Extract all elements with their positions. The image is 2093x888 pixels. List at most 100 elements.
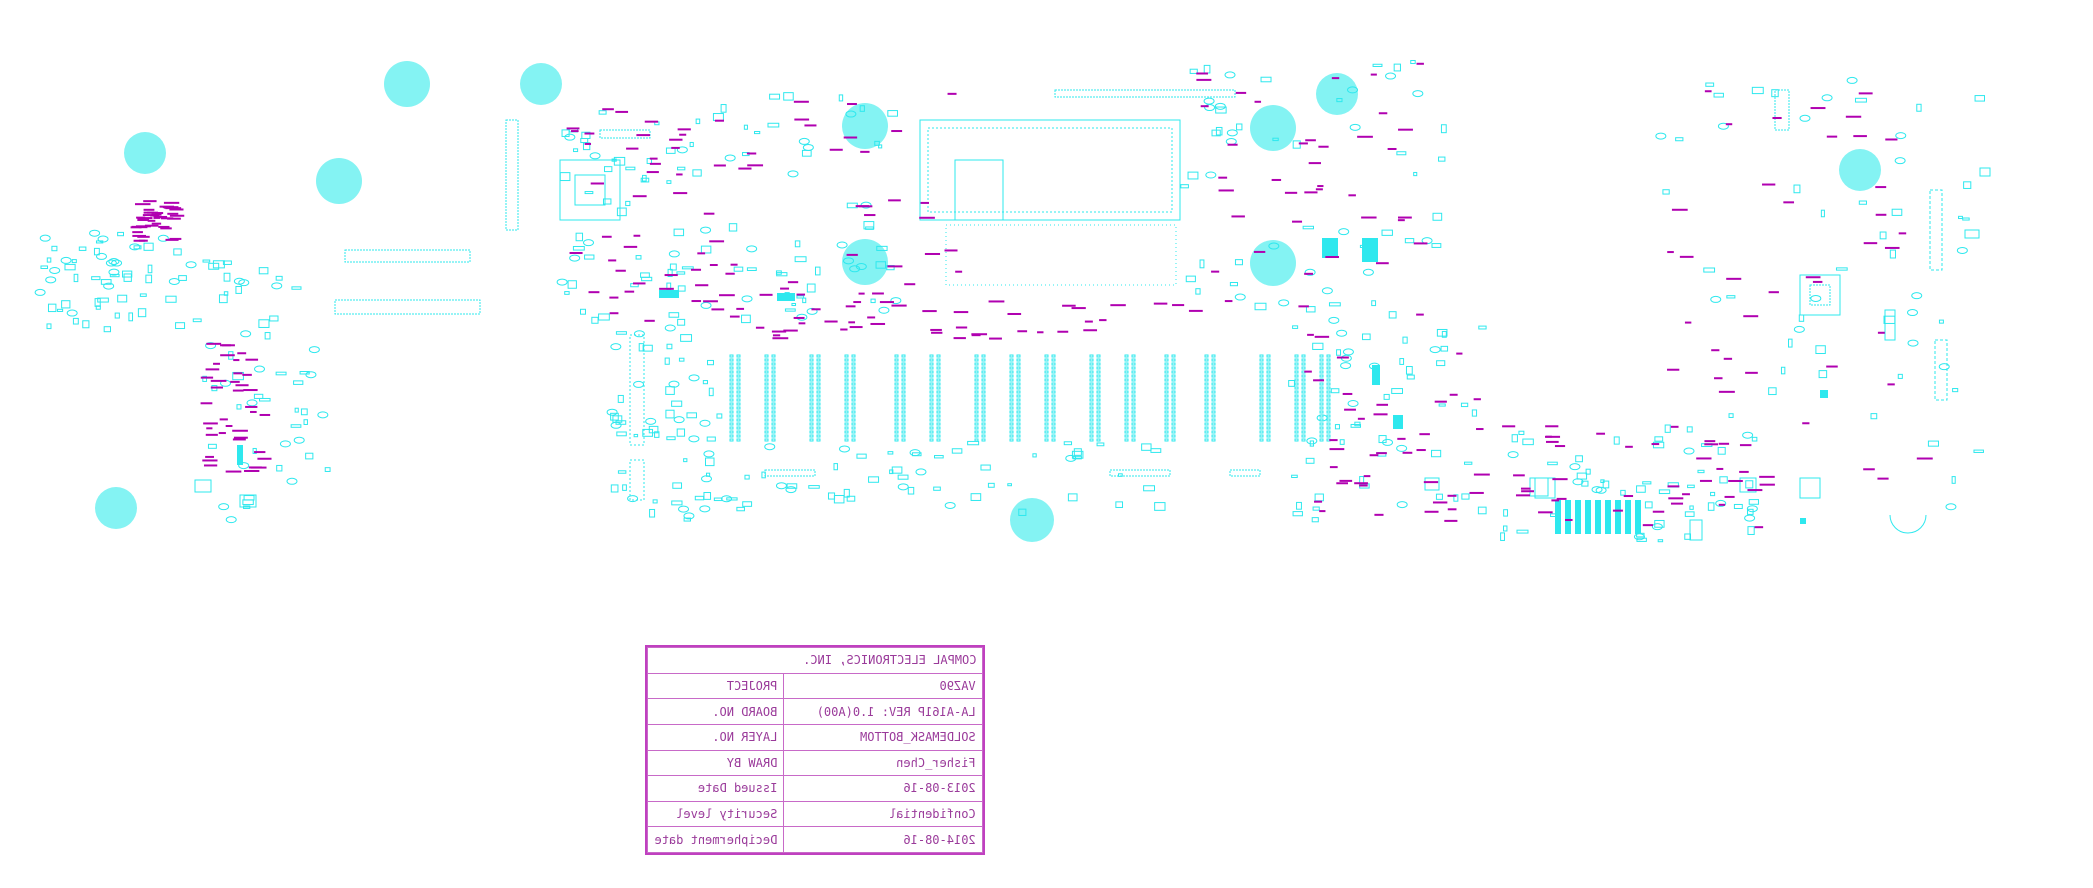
silkscreen-mark	[1172, 304, 1185, 307]
dimm-pad	[764, 362, 769, 366]
silkscreen-mark	[1887, 383, 1895, 386]
silkscreen-mark	[200, 402, 213, 405]
silkscreen-mark	[1684, 321, 1692, 324]
dimm-pad	[764, 438, 769, 442]
round-pad	[855, 263, 867, 271]
dimm-pad	[764, 390, 769, 394]
smd-pad	[567, 280, 577, 289]
dimm-pad	[1016, 410, 1021, 414]
dimm-pad	[901, 402, 906, 406]
smd-pad	[686, 412, 697, 419]
silkscreen-mark	[206, 342, 222, 345]
dimm-pad	[1009, 434, 1014, 438]
silkscreen-mark	[891, 304, 907, 307]
smd-pad	[1311, 517, 1319, 523]
smd-pad	[145, 274, 153, 284]
smd-pad	[1391, 388, 1403, 394]
dimm-pad	[729, 354, 734, 358]
smd-pad	[616, 431, 627, 437]
dimm-pad	[974, 378, 979, 382]
smd-pad	[1199, 259, 1205, 269]
dimm-pad	[1294, 378, 1299, 382]
silkscreen-mark	[1397, 219, 1405, 222]
dimm-pad	[1096, 370, 1101, 374]
smd-pad	[897, 474, 909, 480]
dimm-pad	[1204, 362, 1209, 366]
dimm-pad	[729, 438, 734, 442]
smd-pad	[269, 315, 279, 322]
dimm-pad	[1096, 418, 1101, 422]
dimm-pad	[1259, 366, 1264, 370]
dimm-pad	[1051, 434, 1056, 438]
silkscreen-mark	[944, 249, 958, 252]
smd-pad	[236, 404, 242, 410]
silkscreen-mark	[1521, 490, 1535, 493]
smd-pad	[1406, 374, 1415, 380]
silkscreen-mark	[609, 296, 619, 299]
dimm-pad	[1319, 370, 1324, 374]
dimm-pad	[729, 402, 734, 406]
silkscreen-mark	[615, 269, 626, 272]
dimm-pad	[1319, 354, 1324, 358]
silkscreen-mark	[673, 192, 688, 195]
smd-pad	[720, 104, 727, 113]
smd-pad	[635, 255, 642, 260]
dimm-pad	[1124, 422, 1129, 426]
dimm-pad	[1301, 378, 1306, 382]
smd-pad	[876, 245, 888, 251]
silkscreen-mark	[1423, 481, 1439, 484]
dimm-pad	[981, 382, 986, 386]
silkscreen-mark	[1361, 216, 1377, 219]
dimm-pad	[1164, 362, 1169, 366]
smd-pad	[692, 169, 702, 177]
smd-pad	[1820, 209, 1825, 218]
dimm-pad	[844, 426, 849, 430]
smd-pad	[598, 110, 607, 115]
silkscreen-mark	[1434, 400, 1447, 403]
smd-pad	[178, 275, 187, 281]
dimm-pad	[1204, 426, 1209, 430]
dimm-pad	[901, 370, 906, 374]
round-pad	[108, 257, 120, 265]
dimm-pad	[851, 418, 856, 422]
dimm-pad	[1294, 358, 1299, 362]
smd-pad	[82, 320, 90, 329]
dimm-pad	[1319, 402, 1324, 406]
smd-pad	[564, 291, 570, 295]
silkscreen-mark	[1704, 443, 1719, 446]
dimm-pad	[809, 430, 814, 434]
silkscreen-mark	[210, 386, 223, 389]
silkscreen-mark	[725, 272, 735, 275]
silkscreen-mark	[1554, 445, 1566, 448]
dimm-pad	[1089, 418, 1094, 422]
silkscreen-mark	[237, 352, 247, 355]
silkscreen-mark	[248, 466, 262, 469]
dimm-pad	[1171, 354, 1176, 358]
row-key: Security level	[647, 801, 784, 827]
dimm-pad	[929, 434, 934, 438]
smd-pad	[761, 471, 766, 479]
silkscreen-mark	[1432, 501, 1448, 504]
dimm-pad	[851, 378, 856, 382]
smd-pad	[147, 264, 153, 274]
smd-pad	[1096, 442, 1105, 447]
silkscreen-mark	[1670, 425, 1679, 428]
smd-pad	[746, 267, 757, 271]
dimm-pad	[1016, 362, 1021, 366]
dimm-pad	[1319, 382, 1324, 386]
dimm-pad	[1171, 410, 1176, 414]
dimm-pad	[1171, 434, 1176, 438]
smd-pad	[784, 308, 796, 312]
silkscreen-mark	[1667, 251, 1674, 254]
dimm-pad	[764, 418, 769, 422]
dimm-pad	[1044, 438, 1049, 442]
dimm-pad	[1326, 418, 1331, 422]
smd-pad	[1399, 358, 1405, 365]
smd-pad	[726, 497, 738, 501]
round-pad	[1205, 171, 1217, 179]
silkscreen-mark	[1696, 457, 1712, 460]
silkscreen-mark	[155, 212, 164, 215]
dimm-pad	[1164, 358, 1169, 362]
silkscreen-mark	[130, 226, 142, 229]
smd-pad	[1516, 529, 1529, 534]
